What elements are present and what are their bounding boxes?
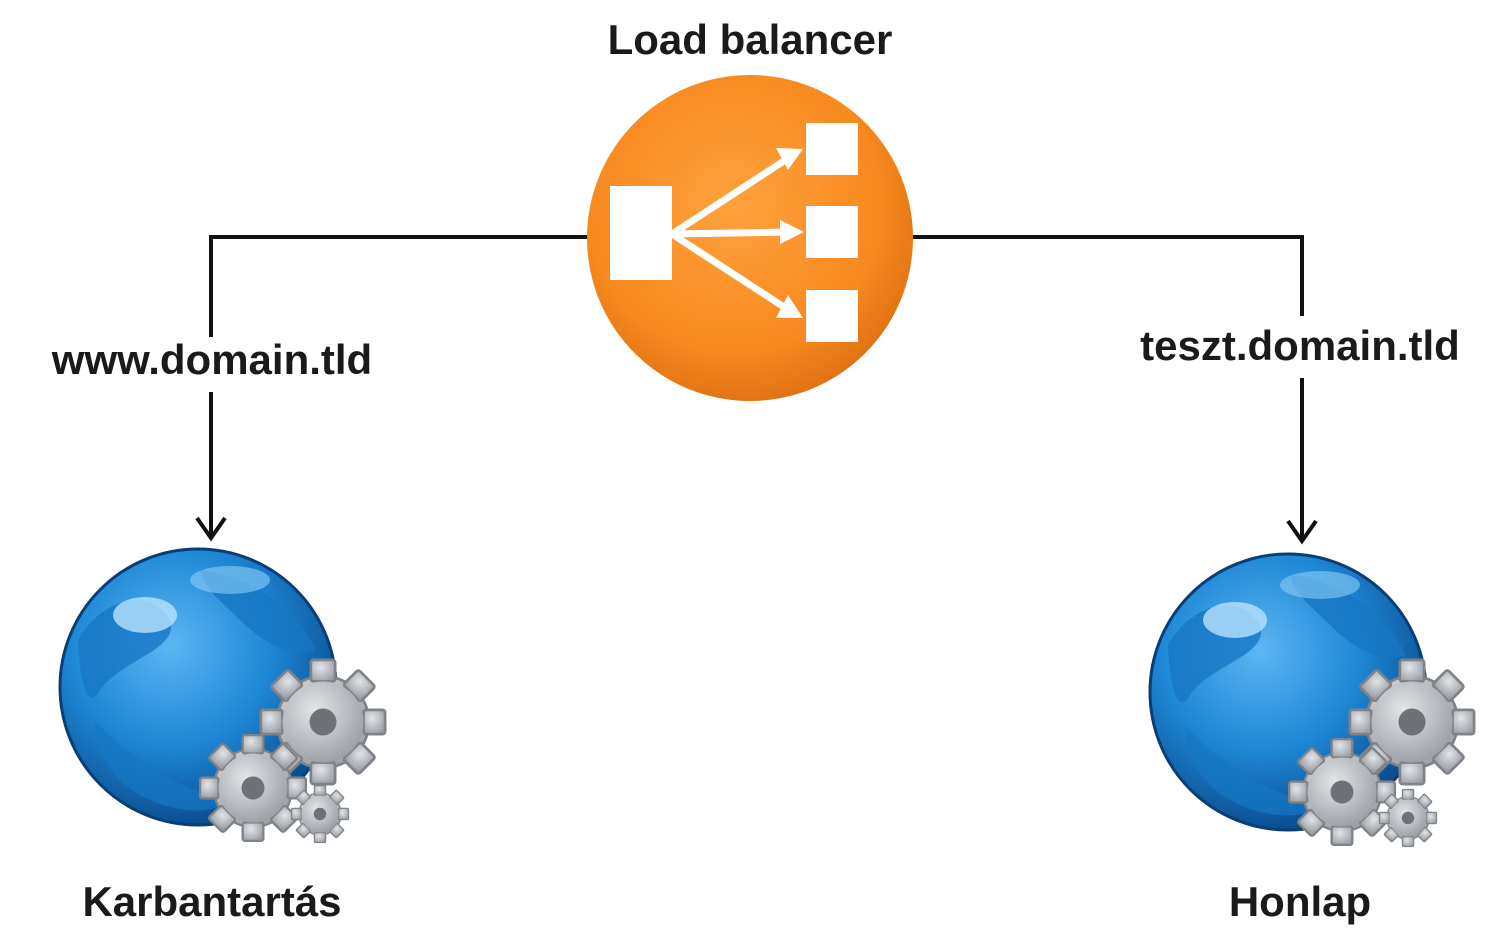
load-balancer-icon xyxy=(587,75,913,401)
right-route-label: teszt.domain.tld xyxy=(1140,322,1460,369)
left-route-label: www.domain.tld xyxy=(51,336,372,383)
load-balancer-title: Load balancer xyxy=(608,16,893,63)
connector-right xyxy=(912,235,1318,545)
web-server-icon-right xyxy=(1148,552,1476,848)
web-server-icon-left xyxy=(58,547,387,844)
connector-left xyxy=(195,235,588,542)
left-target-label: Karbantartás xyxy=(82,878,341,925)
right-target-label: Honlap xyxy=(1229,878,1371,925)
